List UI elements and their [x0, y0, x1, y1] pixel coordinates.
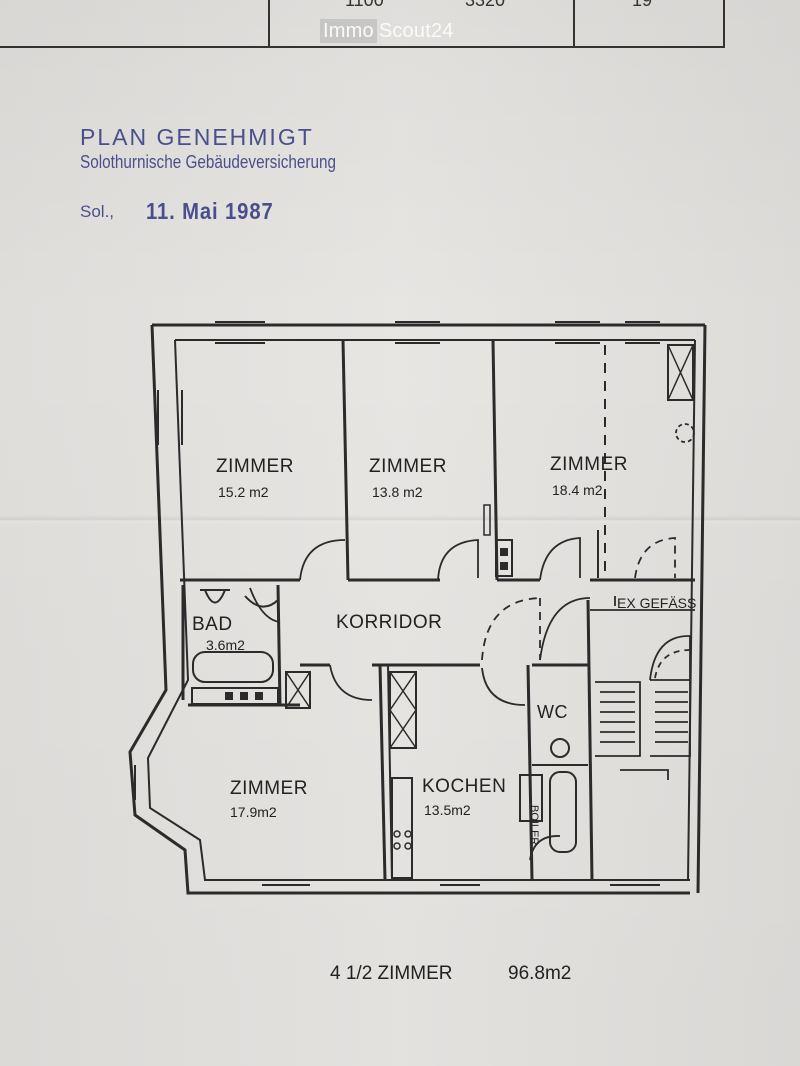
outer-wall: [696, 324, 707, 894]
stove-burner: [404, 842, 412, 850]
shaft: [667, 344, 694, 401]
kitchen-counter: [391, 777, 413, 879]
room-label-wc: WC: [537, 702, 568, 722]
kitchen-fixture: [519, 774, 543, 822]
stove-burner: [404, 830, 412, 838]
room-label-zimmer-4: ZIMMER: [230, 778, 308, 799]
room-label-zimmer-2: ZIMMER: [369, 456, 447, 477]
room-area-zimmer-3: 18.4 m2: [552, 482, 603, 498]
header-table-cell: 3320: [465, 0, 506, 10]
room-area-kochen: 13.5m2: [424, 802, 471, 818]
table-divider: [268, 0, 270, 46]
interior-wall: [341, 339, 350, 581]
boiler: [549, 771, 577, 853]
interior-wall: [526, 664, 534, 881]
stamp-title: PLAN GENEHMIGT: [80, 124, 314, 150]
annotation-boiler: BOILER: [528, 805, 540, 846]
outer-wall: [146, 339, 330, 881]
room-label-zimmer-1: ZIMMER: [216, 456, 294, 477]
room-label-korridor: KORRIDOR: [336, 612, 443, 633]
chimney: [495, 539, 513, 577]
watermark-part1: Immo: [320, 19, 377, 43]
outer-wall: [128, 324, 330, 895]
toilet-icon: [200, 589, 230, 604]
window-marks: [134, 321, 660, 886]
stove-burner: [393, 830, 401, 838]
room-area-bad: 3.6m2: [206, 637, 245, 653]
interior-wall: [586, 599, 594, 881]
paper-fold: [0, 515, 800, 525]
table-divider: [573, 0, 575, 46]
stove-burner: [393, 842, 401, 850]
summary-total-area: 96.8m2: [508, 963, 572, 984]
room-label-kochen: KOCHEN: [422, 776, 507, 797]
stamp-place: Sol.,: [80, 202, 115, 221]
staircase: [590, 596, 695, 780]
stamp-subtitle: Solothurnische Gebäudeversicherung: [80, 152, 337, 172]
summary-rooms: 4 1/2 ZIMMER: [330, 963, 453, 984]
header-table-cell: 19: [632, 0, 653, 10]
header-table-cell: 1100: [345, 0, 384, 10]
interior-wall: [378, 664, 387, 881]
room-label-bad: BAD: [192, 614, 233, 635]
sink-icon: [244, 595, 279, 608]
shaft: [285, 671, 311, 709]
header-table: 1100 3320 19: [0, 0, 725, 48]
interior-wall: [276, 584, 282, 706]
wc-toilet-icon: [550, 738, 570, 758]
annotation-ex-gefaess: EX GEFÄSS: [617, 595, 697, 611]
bathtub: [192, 651, 274, 683]
room-area-zimmer-1: 15.2 m2: [218, 484, 269, 500]
room-area-zimmer-2: 13.8 m2: [372, 484, 423, 500]
stamp-date: 11. Mai 1987: [146, 198, 274, 224]
wall-pillar: [483, 504, 491, 536]
bath-base: [191, 687, 279, 705]
watermark-part2: Scout24: [378, 20, 454, 42]
room-label-zimmer-3: ZIMMER: [550, 454, 628, 475]
kitchen-cabinet: [389, 671, 417, 749]
room-area-zimmer-4: 17.9m2: [230, 804, 277, 820]
door-swings: [249, 537, 676, 861]
round-fixture: [675, 423, 695, 443]
